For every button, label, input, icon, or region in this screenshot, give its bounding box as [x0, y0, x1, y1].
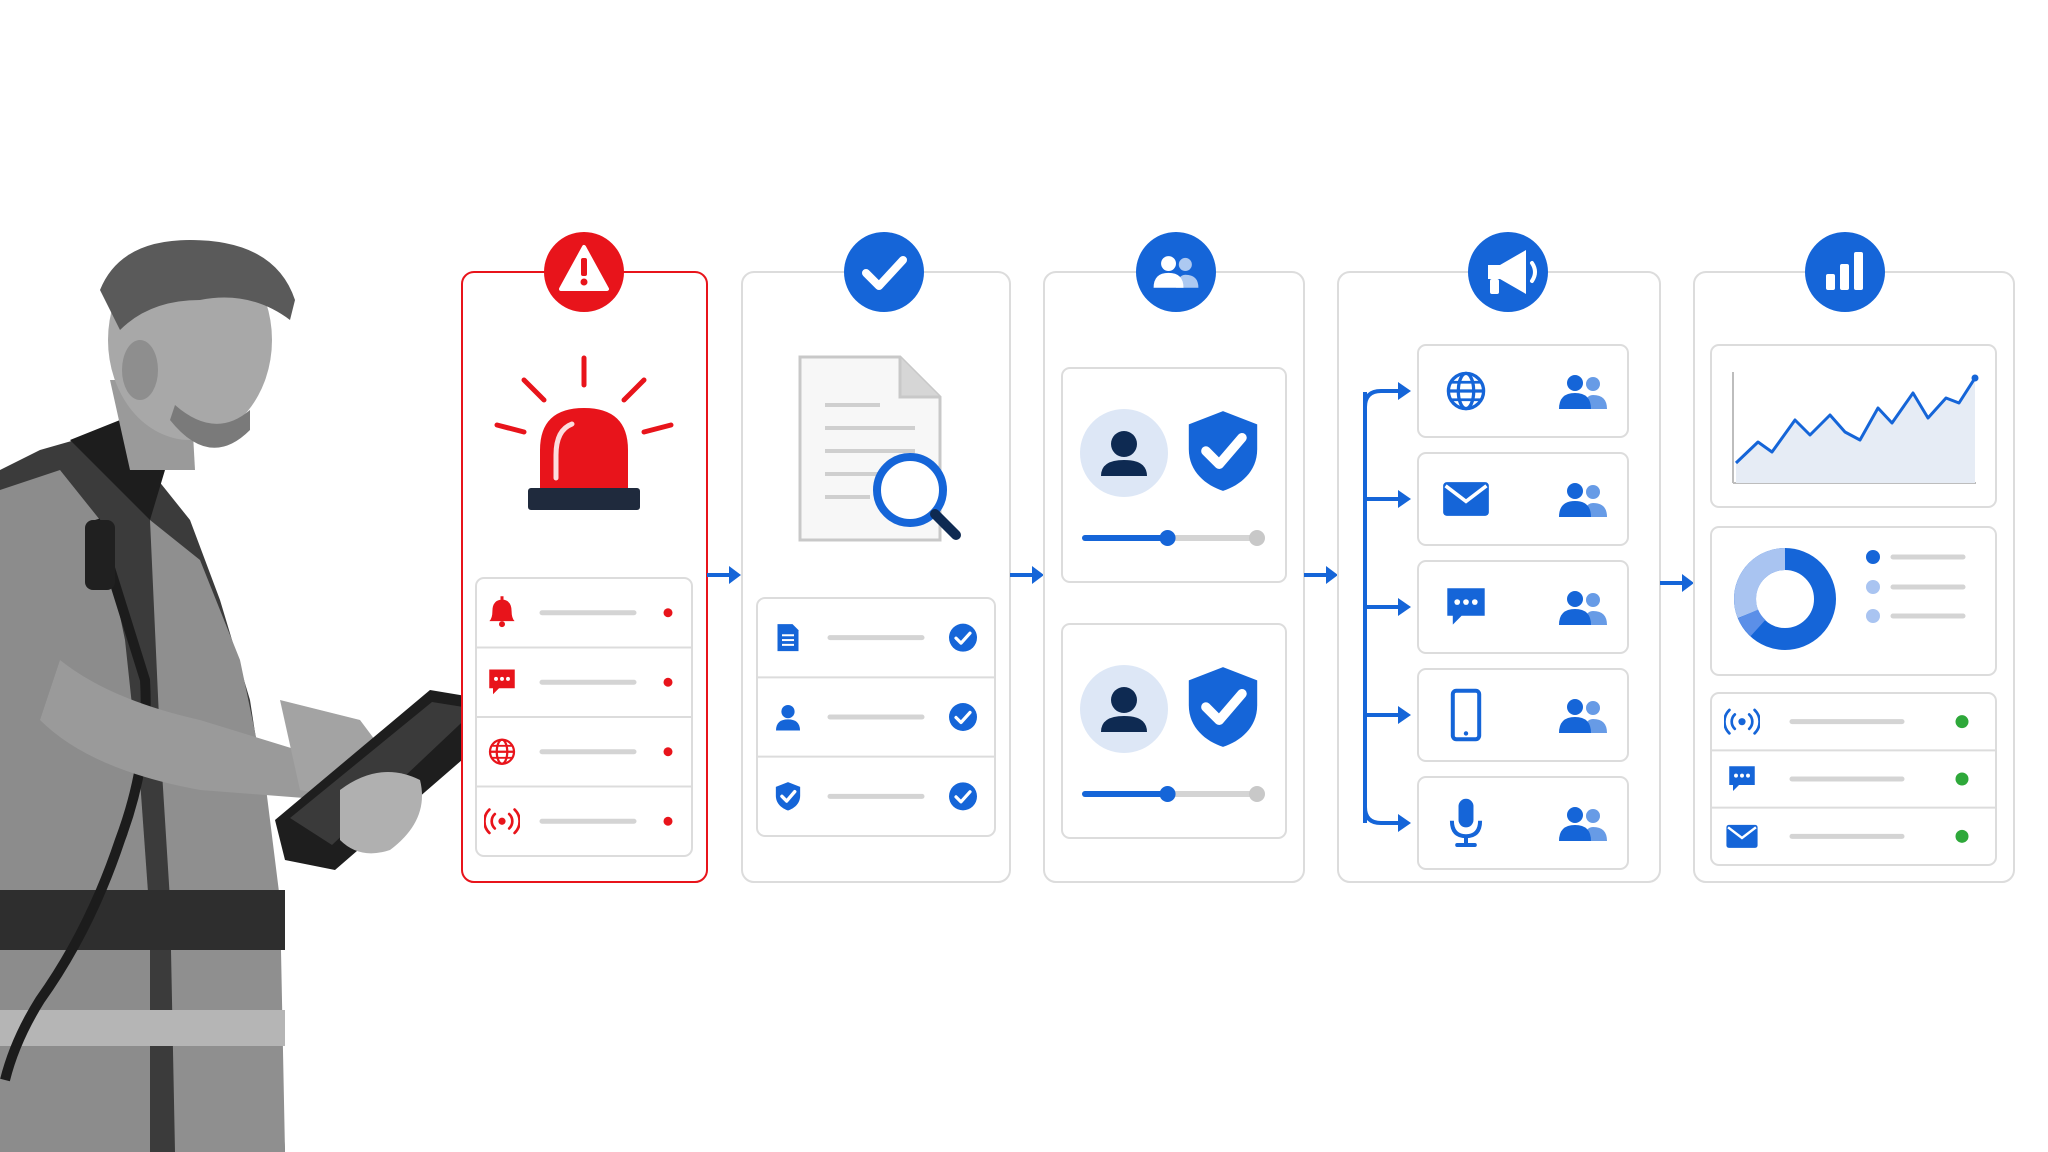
user-avatar-icon	[1080, 409, 1168, 497]
status-red-dot	[663, 747, 673, 757]
authorization-card	[1061, 623, 1287, 839]
report-list-item	[1712, 749, 1995, 791]
bar-chart-icon	[1826, 252, 1863, 290]
alert-list-item	[489, 596, 673, 628]
status-red-dot	[663, 677, 673, 687]
megaphone-icon	[1488, 250, 1537, 294]
user-avatar-icon	[1080, 665, 1168, 753]
status-red-dot	[663, 608, 673, 618]
status-green-dot	[1955, 829, 1969, 843]
microphone-icon	[1449, 798, 1483, 847]
branch-arrow	[1365, 598, 1411, 616]
check-circle-icon	[948, 781, 978, 812]
alert-list-item	[477, 785, 691, 835]
check-circle-icon	[948, 622, 978, 653]
authorize-badge	[1136, 232, 1216, 312]
status-green-dot	[1955, 715, 1969, 729]
document-search-icon	[798, 355, 961, 542]
channel-card	[1365, 560, 1629, 654]
user-icon	[776, 705, 800, 731]
document-icon	[777, 624, 799, 652]
channel-card	[1365, 668, 1629, 762]
branch-arrow	[1365, 490, 1411, 508]
flow-arrow	[1304, 566, 1338, 584]
check-circle-icon	[948, 702, 978, 732]
mail-glyph	[1725, 824, 1759, 849]
flow-arrow	[707, 566, 741, 584]
authorization-card	[1061, 367, 1287, 583]
branch-arrow	[1365, 706, 1411, 724]
alert-list-item	[477, 646, 691, 695]
stage-report	[1693, 232, 2015, 883]
channel-card	[1365, 452, 1629, 546]
channel-card	[1363, 344, 1629, 438]
donut-chart-icon	[1734, 548, 1836, 650]
worker-with-tablet-image	[0, 240, 490, 1152]
report-list-item	[1724, 708, 1969, 735]
flow-arrow	[1660, 574, 1694, 592]
report-list-item	[1712, 806, 1995, 849]
smartphone-icon	[1450, 688, 1482, 742]
branch-arrow	[1363, 382, 1411, 408]
branch-arrow	[1363, 806, 1411, 832]
verify-list-item	[758, 755, 994, 812]
chart-legend	[1866, 550, 1966, 623]
flow-arrow	[1010, 566, 1044, 584]
stage-verify	[741, 232, 1011, 883]
stage-broadcast	[1337, 232, 1661, 883]
channel-card	[1363, 776, 1629, 870]
approval-slider	[1082, 786, 1265, 802]
stage-alert	[461, 232, 708, 883]
mail-icon	[1725, 824, 1759, 849]
warning-triangle-icon	[559, 245, 609, 291]
verify-list-item	[758, 676, 994, 732]
stage-authorize	[1043, 232, 1305, 883]
mail-icon	[1441, 480, 1491, 518]
line-chart-icon	[1732, 372, 1979, 484]
bell-icon	[489, 596, 515, 628]
alert-list-item	[477, 716, 691, 765]
status-green-dot	[1955, 772, 1969, 786]
verify-badge	[844, 232, 924, 312]
approval-slider	[1082, 530, 1265, 546]
mail-glyph	[1441, 480, 1491, 518]
checkmark-icon	[862, 256, 907, 290]
verify-list-item	[777, 622, 978, 653]
status-red-dot	[663, 816, 673, 826]
siren-icon	[494, 355, 674, 510]
